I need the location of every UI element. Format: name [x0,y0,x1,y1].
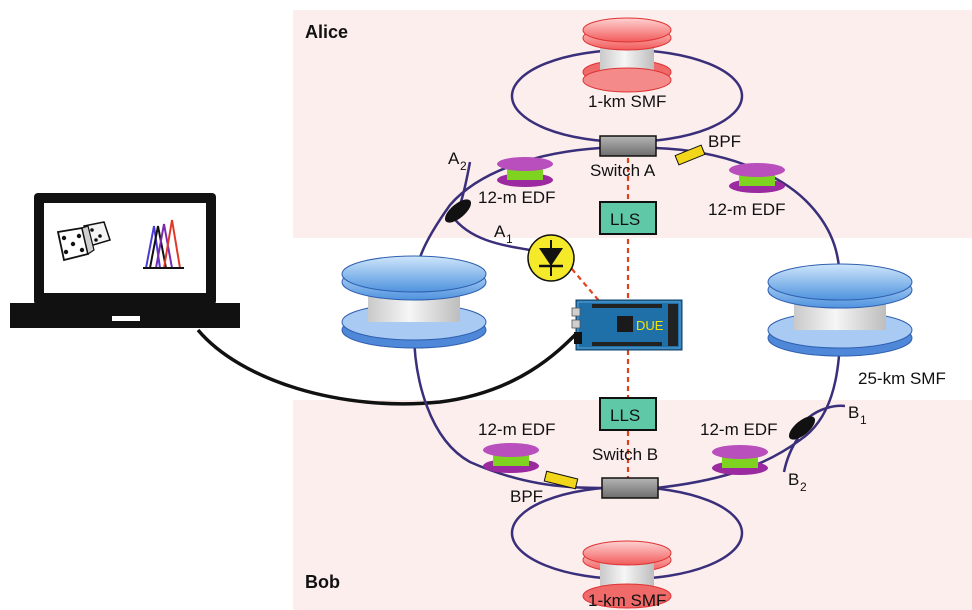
svg-text:1: 1 [860,413,867,427]
edf-spool-top-left [497,157,553,187]
blue-spool-right [767,263,913,357]
bpf-bottom [543,470,579,490]
smf-bottom-label: 1-km SMF [588,591,666,610]
dice-icon [56,221,111,262]
lls-bottom-box [599,397,657,431]
edf-top-right-label: 12-m EDF [708,200,785,219]
alice-label: Alice [305,22,348,42]
bob-label: Bob [305,572,340,592]
svg-text:2: 2 [460,159,467,173]
a2-label: A 2 [448,149,467,173]
spectrum-peaks-icon [143,219,184,269]
switch-a-label: Switch A [590,161,656,180]
lls-bottom-label: LLS [610,406,640,425]
laptop-base [10,303,240,328]
edf-bottom-left-label: 12-m EDF [478,420,555,439]
laptop-cable [196,328,582,406]
svg-text:2: 2 [800,480,807,494]
switch-a [599,135,657,157]
coupler-b [788,416,816,440]
due-label: DUE [636,318,664,333]
b2-label: B 2 [788,470,807,494]
fiber-paths [412,48,846,581]
b1-label: B 1 [848,403,867,427]
blue-spool-left [341,255,487,349]
switch-b [601,477,659,499]
coupler-a [444,199,472,223]
bpf-top [674,144,706,166]
lls-top-label: LLS [610,210,640,229]
edf-spool-top-right [729,163,785,193]
svg-text:B: B [788,470,799,489]
photodetector-icon [527,234,575,282]
edf-spool-bottom-left [483,443,539,473]
smf-spool-bottom [582,540,672,609]
lls-top-box [599,201,657,235]
laptop [10,193,240,328]
bpf-bottom-label: BPF [510,487,543,506]
svg-text:A: A [494,222,506,241]
svg-text:1: 1 [506,232,513,246]
laptop-trackpad [112,316,140,321]
smf-right-label: 25-km SMF [858,369,946,388]
a1-label: A 1 [494,222,513,246]
edf-bottom-right-label: 12-m EDF [700,420,777,439]
svg-text:B: B [848,403,859,422]
edf-spool-bottom-right [712,445,768,475]
smf-top-label: 1-km SMF [588,92,666,111]
svg-text:A: A [448,149,460,168]
switch-b-label: Switch B [592,445,658,464]
smf-spool-top [582,17,672,93]
arduino-due-board [571,299,683,351]
bpf-top-label: BPF [708,132,741,151]
edf-top-left-label: 12-m EDF [478,188,555,207]
